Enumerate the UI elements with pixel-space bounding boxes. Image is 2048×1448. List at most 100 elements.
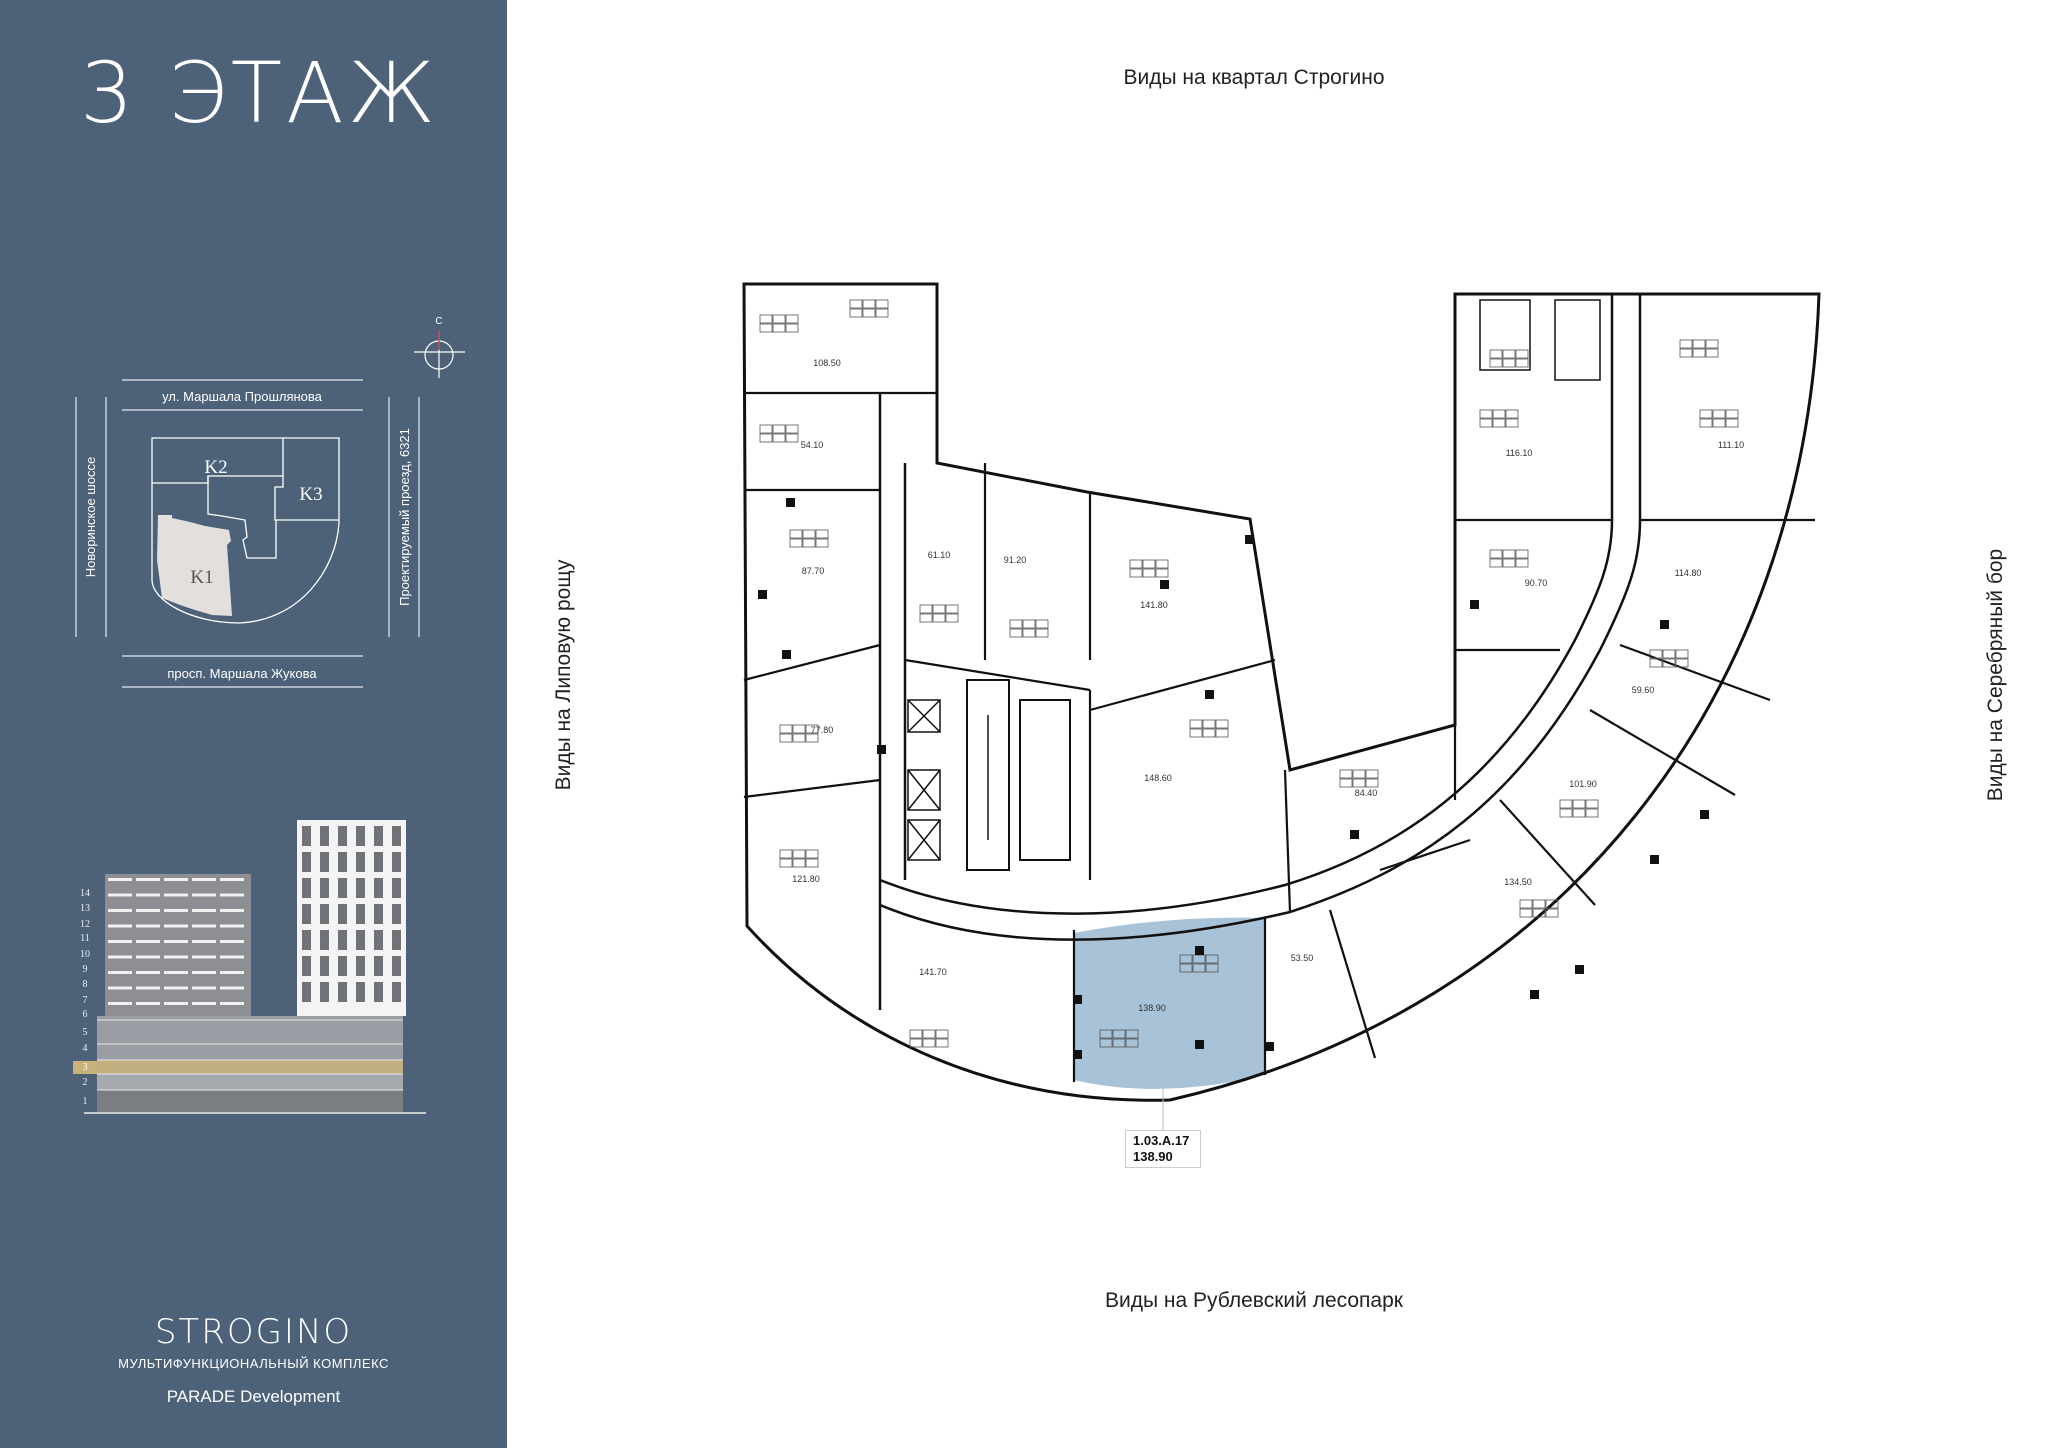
- desk: [875, 299, 889, 309]
- desk: [1502, 558, 1516, 568]
- unit-area-label[interactable]: 138.90: [1138, 1003, 1166, 1013]
- view-label-top: Виды на квартал Строгино: [1123, 66, 1385, 89]
- balcony: [136, 986, 160, 990]
- window: [392, 982, 401, 1002]
- column: [786, 498, 795, 507]
- desk: [1155, 559, 1169, 569]
- window: [302, 826, 311, 846]
- window: [392, 956, 401, 976]
- desk: [1112, 1038, 1126, 1048]
- window: [392, 852, 401, 872]
- desk: [759, 323, 773, 333]
- floor-number[interactable]: 8: [83, 979, 88, 990]
- desk: [1189, 728, 1203, 738]
- balcony: [192, 924, 216, 928]
- desk: [772, 424, 786, 434]
- balcony: [164, 986, 188, 990]
- balcony: [220, 878, 244, 881]
- window: [374, 826, 383, 846]
- unit-area-label[interactable]: 111.10: [1718, 440, 1744, 450]
- desk: [1675, 649, 1689, 659]
- desk: [1192, 963, 1206, 973]
- balcony: [108, 1002, 132, 1005]
- floor-number[interactable]: 14: [80, 888, 90, 899]
- core: [907, 299, 1601, 871]
- selected-unit-shape[interactable]: [1074, 917, 1265, 1089]
- balcony: [164, 971, 188, 974]
- desk: [1352, 769, 1366, 779]
- balcony: [136, 971, 160, 974]
- floor-number[interactable]: 7: [83, 995, 88, 1006]
- unit-area-label[interactable]: 101.90: [1569, 779, 1597, 789]
- desk: [1215, 719, 1229, 729]
- window: [392, 904, 401, 924]
- desk: [1189, 719, 1203, 729]
- current-floor-marker: [73, 1061, 97, 1074]
- unit-area-label[interactable]: 84.40: [1355, 788, 1378, 798]
- window: [320, 956, 329, 976]
- desk: [792, 849, 806, 859]
- window: [320, 878, 329, 898]
- unit-area-label[interactable]: 77.80: [811, 725, 834, 735]
- column: [1073, 995, 1082, 1004]
- selected-unit-callout[interactable]: 1.03.A.17 138.90: [1125, 1130, 1201, 1168]
- unit-area-label[interactable]: 121.80: [792, 874, 820, 884]
- column: [1073, 1050, 1082, 1059]
- desk: [805, 733, 819, 743]
- brand-name: STROGINO: [154, 1312, 353, 1352]
- window: [374, 904, 383, 924]
- balcony: [220, 909, 244, 912]
- unit-area-label[interactable]: 148.60: [1144, 773, 1172, 783]
- balcony: [220, 971, 244, 974]
- balcony: [220, 940, 244, 943]
- floor-number[interactable]: 9: [83, 964, 88, 975]
- unit-area-label[interactable]: 59.60: [1632, 685, 1655, 695]
- desk: [932, 613, 946, 623]
- floor-number[interactable]: 11: [80, 933, 90, 944]
- floor-number[interactable]: 10: [80, 949, 90, 960]
- unit-area-label[interactable]: 114.80: [1675, 568, 1702, 578]
- floor-number[interactable]: 13: [80, 903, 90, 914]
- desk: [759, 433, 773, 443]
- desk: [1532, 908, 1546, 918]
- desk: [1545, 899, 1559, 909]
- desk: [1679, 348, 1693, 358]
- desk: [1022, 628, 1036, 638]
- floor-number[interactable]: 2: [83, 1077, 88, 1088]
- balcony: [192, 971, 216, 974]
- desk: [1129, 568, 1143, 578]
- unit-area-label[interactable]: 87.70: [802, 566, 825, 576]
- unit-area-label[interactable]: 54.10: [801, 440, 824, 450]
- balcony: [108, 955, 132, 959]
- floor-number[interactable]: 5: [83, 1027, 88, 1038]
- floor-number[interactable]: 3: [83, 1062, 88, 1073]
- column: [1350, 830, 1359, 839]
- window: [356, 852, 365, 872]
- unit-area-label[interactable]: 141.70: [919, 967, 947, 977]
- window: [374, 956, 383, 976]
- balcony: [108, 878, 132, 881]
- floor-number[interactable]: 1: [83, 1096, 88, 1107]
- desk: [1725, 409, 1739, 419]
- unit-area-label[interactable]: 134.50: [1504, 877, 1532, 887]
- window: [338, 930, 347, 950]
- column: [1700, 810, 1709, 819]
- balcony: [220, 955, 244, 959]
- floor-number[interactable]: 4: [83, 1043, 88, 1054]
- desk: [1662, 658, 1676, 668]
- unit-area-label[interactable]: 90.70: [1525, 578, 1548, 588]
- unit-area-label[interactable]: 141.80: [1140, 600, 1168, 610]
- unit-area-label[interactable]: 116.10: [1506, 448, 1533, 458]
- balcony: [192, 1002, 216, 1005]
- unit-area-label[interactable]: 53.50: [1291, 953, 1314, 963]
- floor-number[interactable]: 6: [83, 1009, 88, 1020]
- unit-area-label[interactable]: 91.20: [1004, 555, 1027, 565]
- balcony: [192, 986, 216, 990]
- window: [320, 982, 329, 1002]
- balcony: [136, 893, 160, 897]
- balcony: [136, 924, 160, 928]
- unit-area-label[interactable]: 61.10: [928, 550, 951, 560]
- block-k1-shape[interactable]: [157, 515, 232, 616]
- unit-area-label[interactable]: 108.50: [813, 358, 841, 368]
- floor-number[interactable]: 12: [80, 919, 90, 930]
